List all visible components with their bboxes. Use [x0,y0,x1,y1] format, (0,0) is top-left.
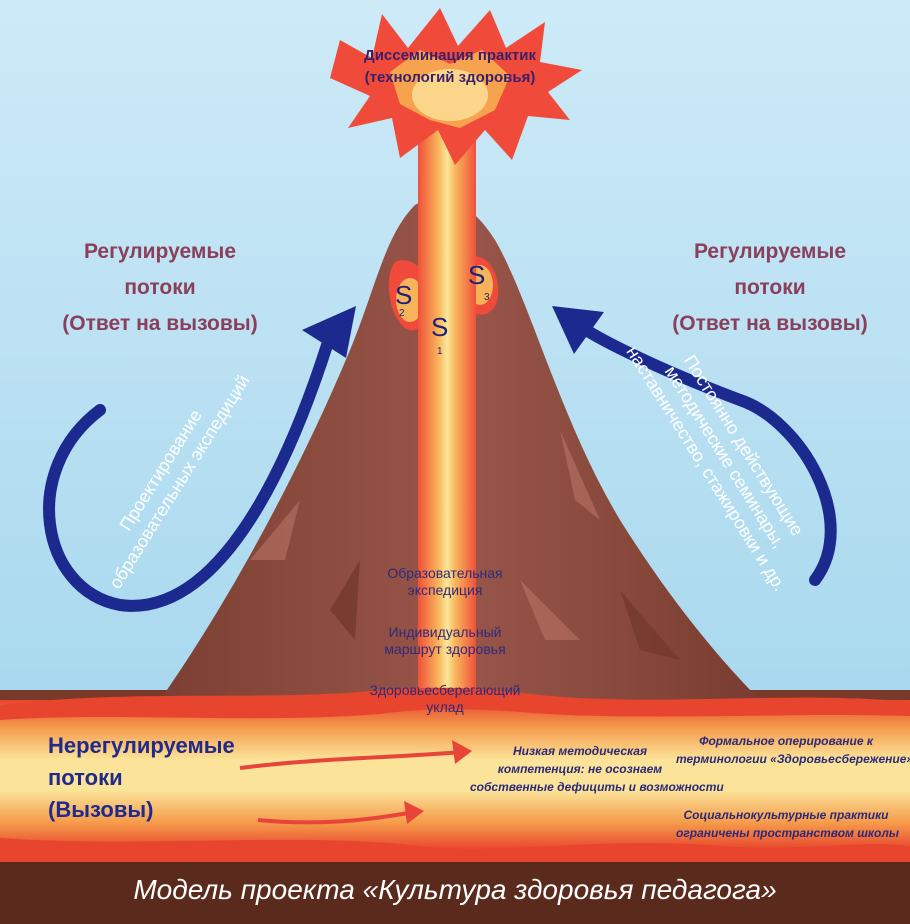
unregulated-line2: потоки [48,762,235,794]
note-formal: Формальное оперирование к терминологии «… [676,732,896,768]
unregulated-line3: (Вызовы) [48,794,235,826]
s-marker-1-index: 1 [437,346,443,357]
lava-column [418,110,476,710]
note-low-competence: Низкая методическая компетенция: не осоз… [470,742,690,796]
burst-title-line2: (технологий здоровья) [345,67,555,89]
s-marker-2-index: 2 [399,308,405,319]
burst-title: Диссеминация практик (технологий здоровь… [345,45,555,89]
left-regulated-line3: (Ответ на вызовы) [20,306,300,342]
inner-label-route: Индивидуальный маршрут здоровья [355,624,535,658]
inner-label-lifestyle-line2: уклад [345,699,545,716]
s-marker-3: S [468,260,485,291]
right-regulated-line1: Регулируемые [640,234,900,270]
unregulated-label: Нерегулируемые потоки (Вызовы) [48,730,235,826]
left-regulated-line1: Регулируемые [20,234,300,270]
inner-label-lifestyle-line1: Здоровьесберегающий [345,682,545,699]
note-formal-line2: терминологии «Здоровьесбережение» [676,750,896,768]
note-formal-line1: Формальное оперирование к [676,732,896,750]
right-regulated-line2: потоки [640,270,900,306]
note-low-competence-line1: Низкая методическая [470,742,690,760]
s-marker-1: S [431,312,448,343]
note-low-competence-line3: собственные дефициты и возможности [470,778,690,796]
note-low-competence-line2: компетенция: не осознаем [470,760,690,778]
s-marker-3-index: 3 [484,292,490,303]
note-social-line2: ограничены пространством школы [676,824,896,842]
inner-label-route-line1: Индивидуальный [355,624,535,641]
left-regulated-line2: потоки [20,270,300,306]
note-social-line1: Социальнокультурные практики [676,806,896,824]
inner-label-expedition: Образовательная экспедиция [355,565,535,599]
burst-title-line1: Диссеминация практик [345,45,555,67]
inner-label-lifestyle: Здоровьесберегающий уклад [345,682,545,716]
inner-label-expedition-line1: Образовательная [355,565,535,582]
left-regulated-label: Регулируемые потоки (Ответ на вызовы) [20,234,300,342]
inner-label-expedition-line2: экспедиция [355,582,535,599]
inner-label-route-line2: маршрут здоровья [355,641,535,658]
s-marker-2: S [395,280,412,311]
footer-title: Модель проекта «Культура здоровья педаго… [0,874,910,906]
note-social: Социальнокультурные практики ограничены … [676,806,896,842]
unregulated-line1: Нерегулируемые [48,730,235,762]
